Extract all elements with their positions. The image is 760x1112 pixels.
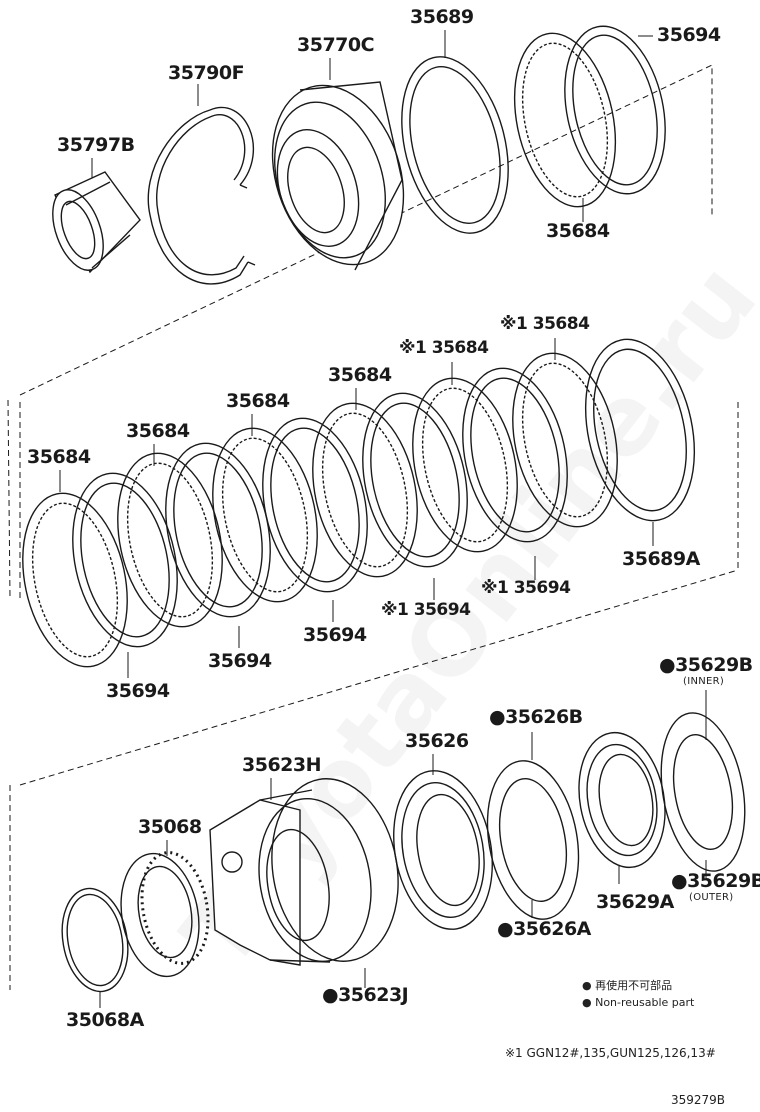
- label-35684-e: ※1 35684: [399, 338, 489, 358]
- section-box-middle: [19, 400, 739, 786]
- label-35626b: ●35626B: [489, 706, 583, 728]
- seal-35629b: [660, 712, 746, 872]
- label-35068: 35068: [138, 816, 202, 838]
- label-35689: 35689: [410, 6, 474, 28]
- plate-35684-top: [513, 32, 617, 208]
- label-35068a: 35068A: [66, 1009, 144, 1031]
- label-35694-e: ※1 35694: [481, 578, 571, 598]
- label-35770c: 35770C: [297, 34, 375, 56]
- label-35694-a: 35694: [106, 680, 170, 702]
- spring-retainer-35068: [120, 851, 210, 978]
- sublabel-outer: (OUTER): [689, 892, 734, 903]
- clutch-drum-35770c: [271, 81, 405, 271]
- leader-lines: [59, 30, 707, 1008]
- label-35694-d: ※1 35694: [381, 600, 471, 620]
- label-35689a: 35689A: [622, 548, 700, 570]
- disc-stack-middle: [22, 338, 696, 668]
- label-35684-c: 35684: [226, 390, 290, 412]
- legend-non-reusable-jp: ● 再使用不可部品: [582, 979, 673, 992]
- label-35684-b: 35684: [126, 420, 190, 442]
- sublabel-inner: (INNER): [683, 676, 725, 687]
- section-box-top: [7, 64, 713, 599]
- clutch-piston-35623h: [209, 778, 399, 966]
- applicability-footnote: ※1 GGN12#,135,GUN125,126,13#: [505, 1046, 716, 1060]
- label-35626a: ●35626A: [497, 918, 591, 940]
- label-35629b-outer: ●35629B: [671, 870, 760, 892]
- label-35629b-inner: ●35629B: [659, 654, 753, 676]
- bearing-35797b: [52, 171, 141, 274]
- piston-35626: [393, 770, 493, 930]
- label-35694-top: 35694: [657, 24, 721, 46]
- label-35684-d: 35684: [328, 364, 392, 386]
- seal-35626: [486, 760, 580, 920]
- label-35797b: 35797B: [57, 134, 135, 156]
- label-35694-c: 35694: [303, 624, 367, 646]
- plate-35694-top: [564, 25, 666, 195]
- snap-ring-35790f: [147, 107, 256, 285]
- label-35790f: 35790F: [168, 62, 245, 84]
- label-35694-b: 35694: [208, 650, 272, 672]
- label-35629a: 35629A: [596, 891, 674, 913]
- label-35684-top: 35684: [546, 220, 610, 242]
- label-35684-a: 35684: [27, 446, 91, 468]
- label-35623h: 35623H: [242, 754, 322, 776]
- label-35684-f: ※1 35684: [500, 314, 590, 334]
- piston-35629a: [578, 731, 666, 869]
- legend-non-reusable-en: ● Non-reusable part: [582, 996, 695, 1009]
- label-35626: 35626: [405, 730, 469, 752]
- diagram-id: 359279B: [671, 1093, 726, 1107]
- plate-35689: [401, 56, 509, 234]
- snap-ring-35068a: [61, 887, 129, 993]
- label-35623j: ●35623J: [322, 984, 409, 1006]
